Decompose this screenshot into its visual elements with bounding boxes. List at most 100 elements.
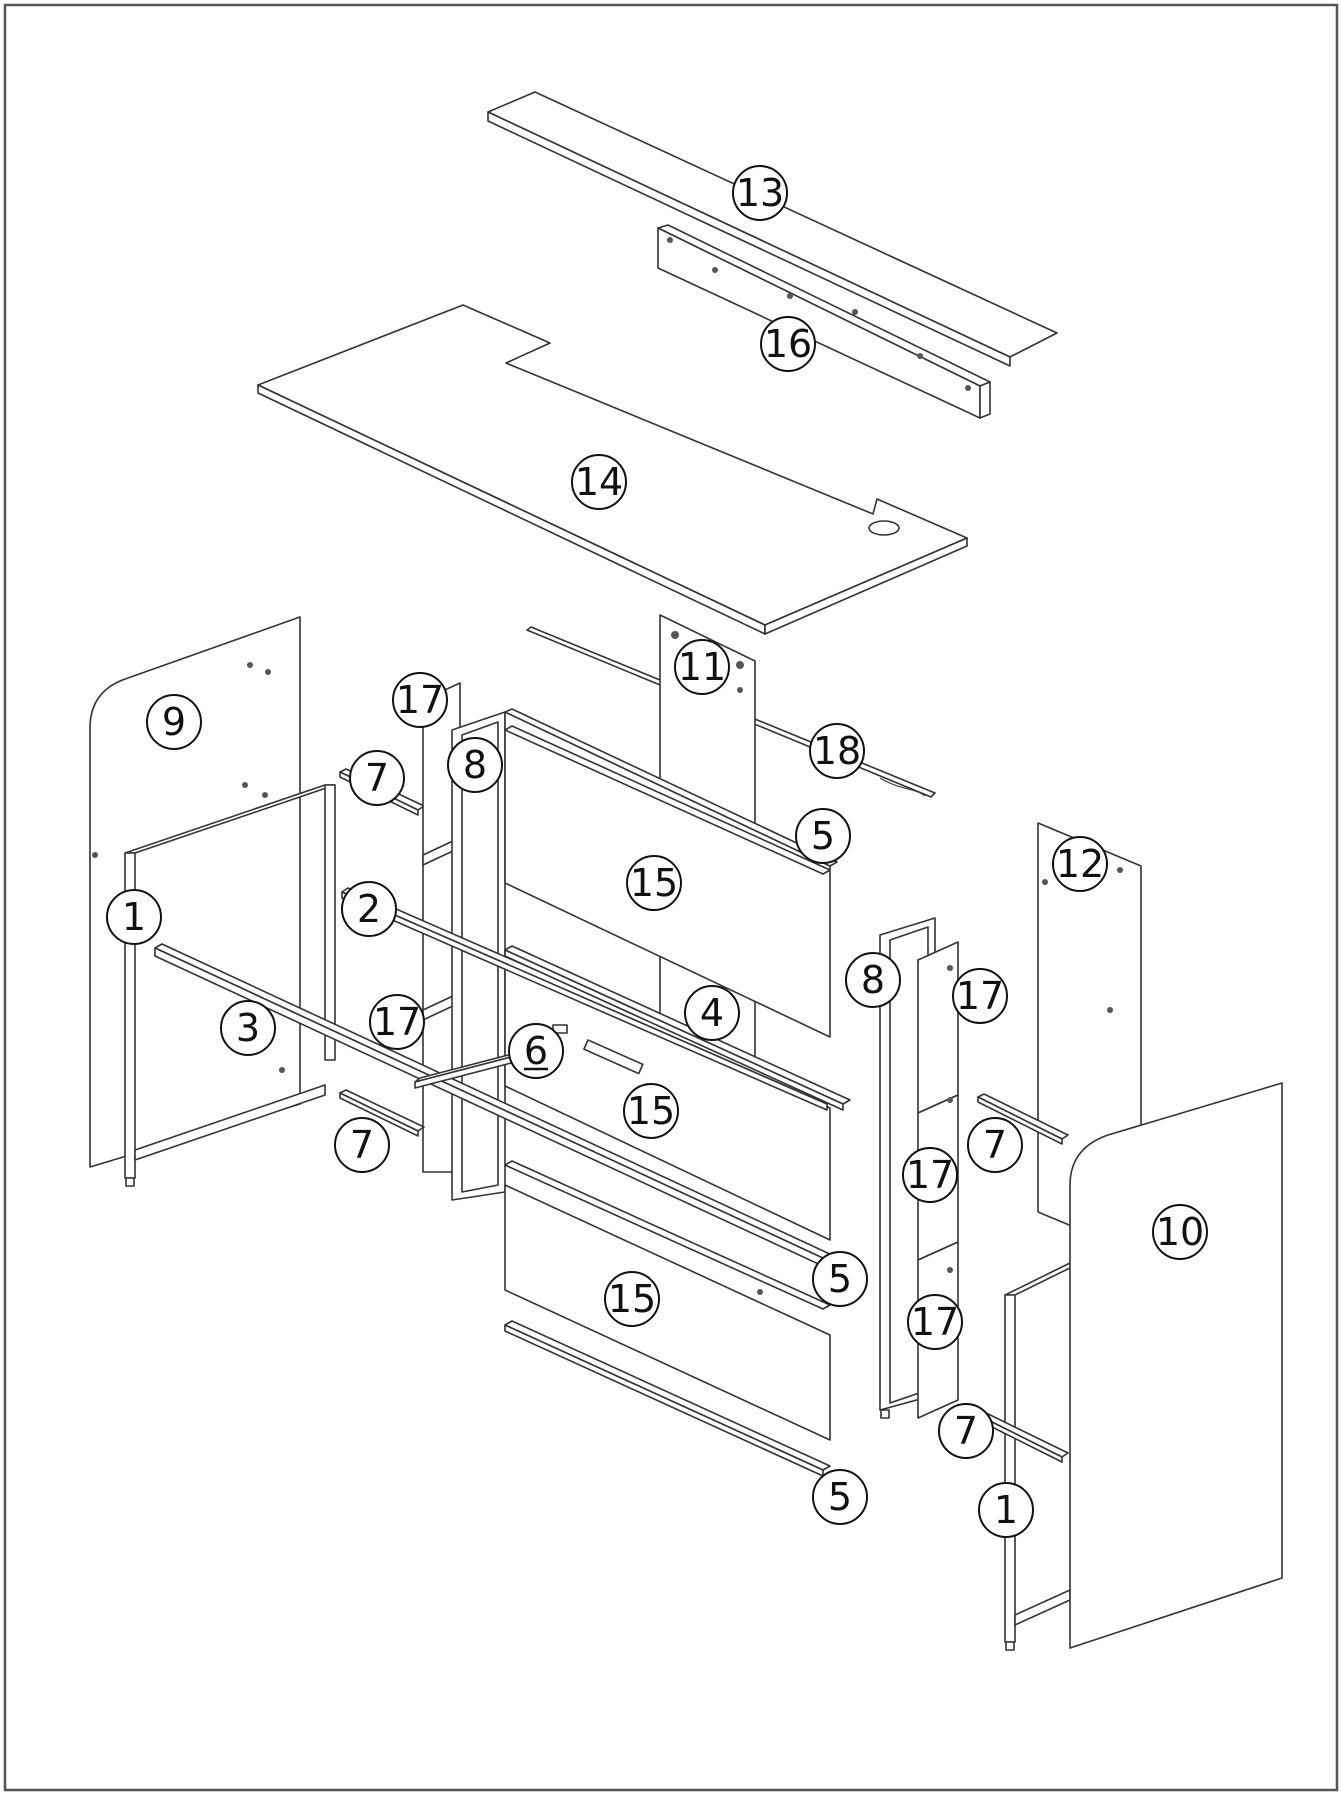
callout-circle: [508, 1023, 564, 1079]
callout-label: 13: [736, 171, 784, 215]
callout-7: 7: [967, 1117, 1023, 1173]
callout-15: 15: [626, 855, 682, 911]
part-15-panel-bottom: [504, 1184, 831, 1441]
callout-label: 8: [861, 958, 885, 1002]
callout-5: 5: [795, 808, 851, 864]
callout-circle: [760, 316, 816, 372]
part-16-support-rail: [657, 224, 991, 419]
callout-16: 16: [760, 316, 816, 372]
callout-circle: [1052, 836, 1108, 892]
callout-label: 3: [236, 1006, 260, 1050]
callout-11: 11: [674, 639, 730, 695]
part-10-right-side-panel: [1069, 1082, 1283, 1649]
callout-15: 15: [604, 1271, 660, 1327]
part-7-rail-left-lower: [339, 1089, 425, 1137]
callout-circle: [795, 808, 851, 864]
callout-circle: [447, 737, 503, 793]
callout-15: 15: [623, 1083, 679, 1139]
callout-label: 1: [122, 895, 146, 939]
part-13-shelf-board: [487, 91, 1058, 367]
callout-label: 17: [373, 1000, 421, 1044]
callout-17: 17: [392, 672, 448, 728]
callout-label: 17: [906, 1153, 954, 1197]
callout-label: 15: [627, 1089, 675, 1133]
callout-label: 2: [357, 887, 381, 931]
callout-label: 7: [954, 1409, 978, 1453]
callout-8: 8: [845, 952, 901, 1008]
callout-label: 16: [764, 322, 812, 366]
callout-label: 14: [575, 460, 623, 504]
callout-4: 4: [684, 985, 740, 1041]
callout-circle: [938, 1403, 994, 1459]
callout-3: 3: [220, 1000, 276, 1056]
callout-circle: [349, 750, 405, 806]
callout-label: 18: [813, 729, 861, 773]
part-5-rail-upper: [504, 725, 831, 875]
callout-circle: [106, 889, 162, 945]
callout-circle: [952, 968, 1008, 1024]
callout-circle: [674, 639, 730, 695]
callout-label: 11: [678, 645, 726, 689]
callout-17: 17: [907, 1294, 963, 1350]
callout-label: 7: [350, 1123, 374, 1167]
callout-label: 1: [994, 1488, 1018, 1532]
callout-label: 15: [608, 1277, 656, 1321]
part-6-connector: [414, 1024, 644, 1089]
callout-label: 4: [700, 991, 724, 1035]
callout-6: 6: [508, 1023, 564, 1079]
callout-5: 5: [812, 1469, 868, 1525]
callout-label: 17: [956, 974, 1004, 1018]
part-5-rail-bottom: [504, 1320, 831, 1477]
callout-circle: [392, 672, 448, 728]
callout-9: 9: [146, 694, 202, 750]
callout-circle: [341, 881, 397, 937]
callout-17: 17: [369, 994, 425, 1050]
callout-circle: [623, 1083, 679, 1139]
part-1-left-leg-frame: [124, 784, 336, 1187]
callout-label: 15: [630, 861, 678, 905]
callout-14: 14: [571, 454, 627, 510]
callout-7: 7: [334, 1117, 390, 1173]
callout-label: 6: [524, 1029, 548, 1073]
callout-circle: [626, 855, 682, 911]
callout-label: 5: [811, 814, 835, 858]
callout-label: 10: [1156, 1210, 1204, 1254]
callout-circle: [809, 723, 865, 779]
callout-circle: [732, 165, 788, 221]
callout-circle: [902, 1147, 958, 1203]
callout-circle: [967, 1117, 1023, 1173]
callout-17: 17: [952, 968, 1008, 1024]
callout-circle: [812, 1469, 868, 1525]
callout-circle: [845, 952, 901, 1008]
callout-circle: [812, 1251, 868, 1307]
callout-circle: [907, 1294, 963, 1350]
callout-label: 12: [1056, 842, 1104, 886]
callout-circle: [369, 994, 425, 1050]
callout-circle: [604, 1271, 660, 1327]
callout-circle: [1152, 1204, 1208, 1260]
callout-13: 13: [732, 165, 788, 221]
callout-7: 7: [938, 1403, 994, 1459]
callout-circle: [978, 1482, 1034, 1538]
callout-10: 10: [1152, 1204, 1208, 1260]
callout-label: 7: [983, 1123, 1007, 1167]
callout-circle: [571, 454, 627, 510]
callout-7: 7: [349, 750, 405, 806]
callout-label: 7: [365, 756, 389, 800]
drawing-frame: [3, 3, 1339, 1792]
callout-8: 8: [447, 737, 503, 793]
part-4-cross-rail: [504, 945, 851, 1111]
callout-17: 17: [902, 1147, 958, 1203]
callout-label: 17: [911, 1300, 959, 1344]
callout-2: 2: [341, 881, 397, 937]
callout-label: 9: [162, 700, 186, 744]
part-7-rail-right-upper: [977, 1093, 1069, 1145]
callout-circle: [684, 985, 740, 1041]
callout-circle: [146, 694, 202, 750]
callout-12: 12: [1052, 836, 1108, 892]
callout-label: 5: [828, 1257, 852, 1301]
callout-18: 18: [809, 723, 865, 779]
